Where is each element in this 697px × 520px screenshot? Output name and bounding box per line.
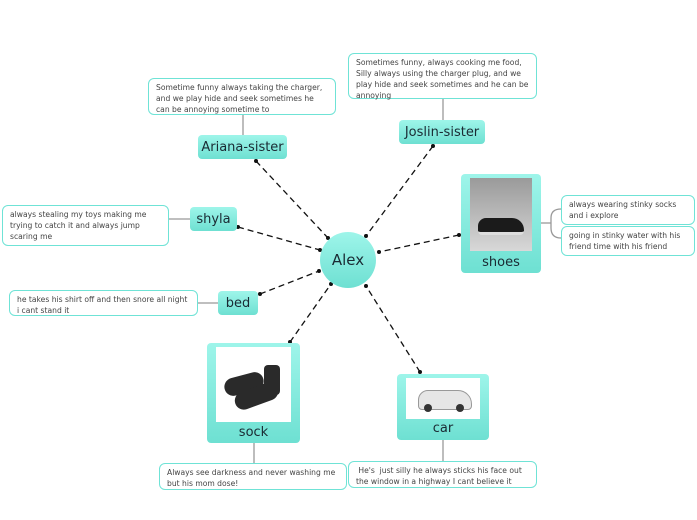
car-image <box>406 378 480 419</box>
note-sock[interactable]: Always see darkness and never washing me… <box>159 463 347 490</box>
note-car[interactable]: He's just silly he always sticks his fac… <box>348 461 537 488</box>
topic-bed[interactable]: bed <box>218 291 258 315</box>
link-joslin <box>365 145 434 237</box>
topic-label: sock <box>238 425 269 440</box>
note-shoes-1[interactable]: always wearing stinky socks and i explor… <box>561 195 695 225</box>
central-topic[interactable]: Alex <box>320 232 376 288</box>
note-ariana[interactable]: Sometime funny always taking the charger… <box>148 78 336 115</box>
sneaker-image <box>470 178 532 251</box>
topic-label: shoes <box>482 255 520 270</box>
note-shoes-2[interactable]: going in stinky water with his friend ti… <box>561 226 695 256</box>
link-shyla <box>237 226 321 251</box>
topic-label: car <box>432 421 454 436</box>
link-shoes <box>378 234 460 253</box>
link-bed <box>259 270 320 295</box>
socks-image <box>216 347 291 422</box>
note-joslin[interactable]: Sometimes funny, always cooking me food,… <box>348 53 537 100</box>
note-bed[interactable]: he takes his shirt off and then snore al… <box>9 290 198 316</box>
topic-joslin-sister[interactable]: Joslin-sister <box>399 120 485 144</box>
topic-shoes[interactable]: shoes <box>461 174 541 273</box>
topic-car[interactable]: car <box>397 374 489 440</box>
link-sock <box>289 283 332 343</box>
topic-sock[interactable]: sock <box>207 343 300 443</box>
note-shyla[interactable]: always stealing my toys making me trying… <box>2 205 169 246</box>
topic-shyla[interactable]: shyla <box>190 207 237 231</box>
link-ariana <box>255 160 329 239</box>
topic-ariana-sister[interactable]: Ariana-sister <box>198 135 287 159</box>
link-car <box>365 285 421 373</box>
